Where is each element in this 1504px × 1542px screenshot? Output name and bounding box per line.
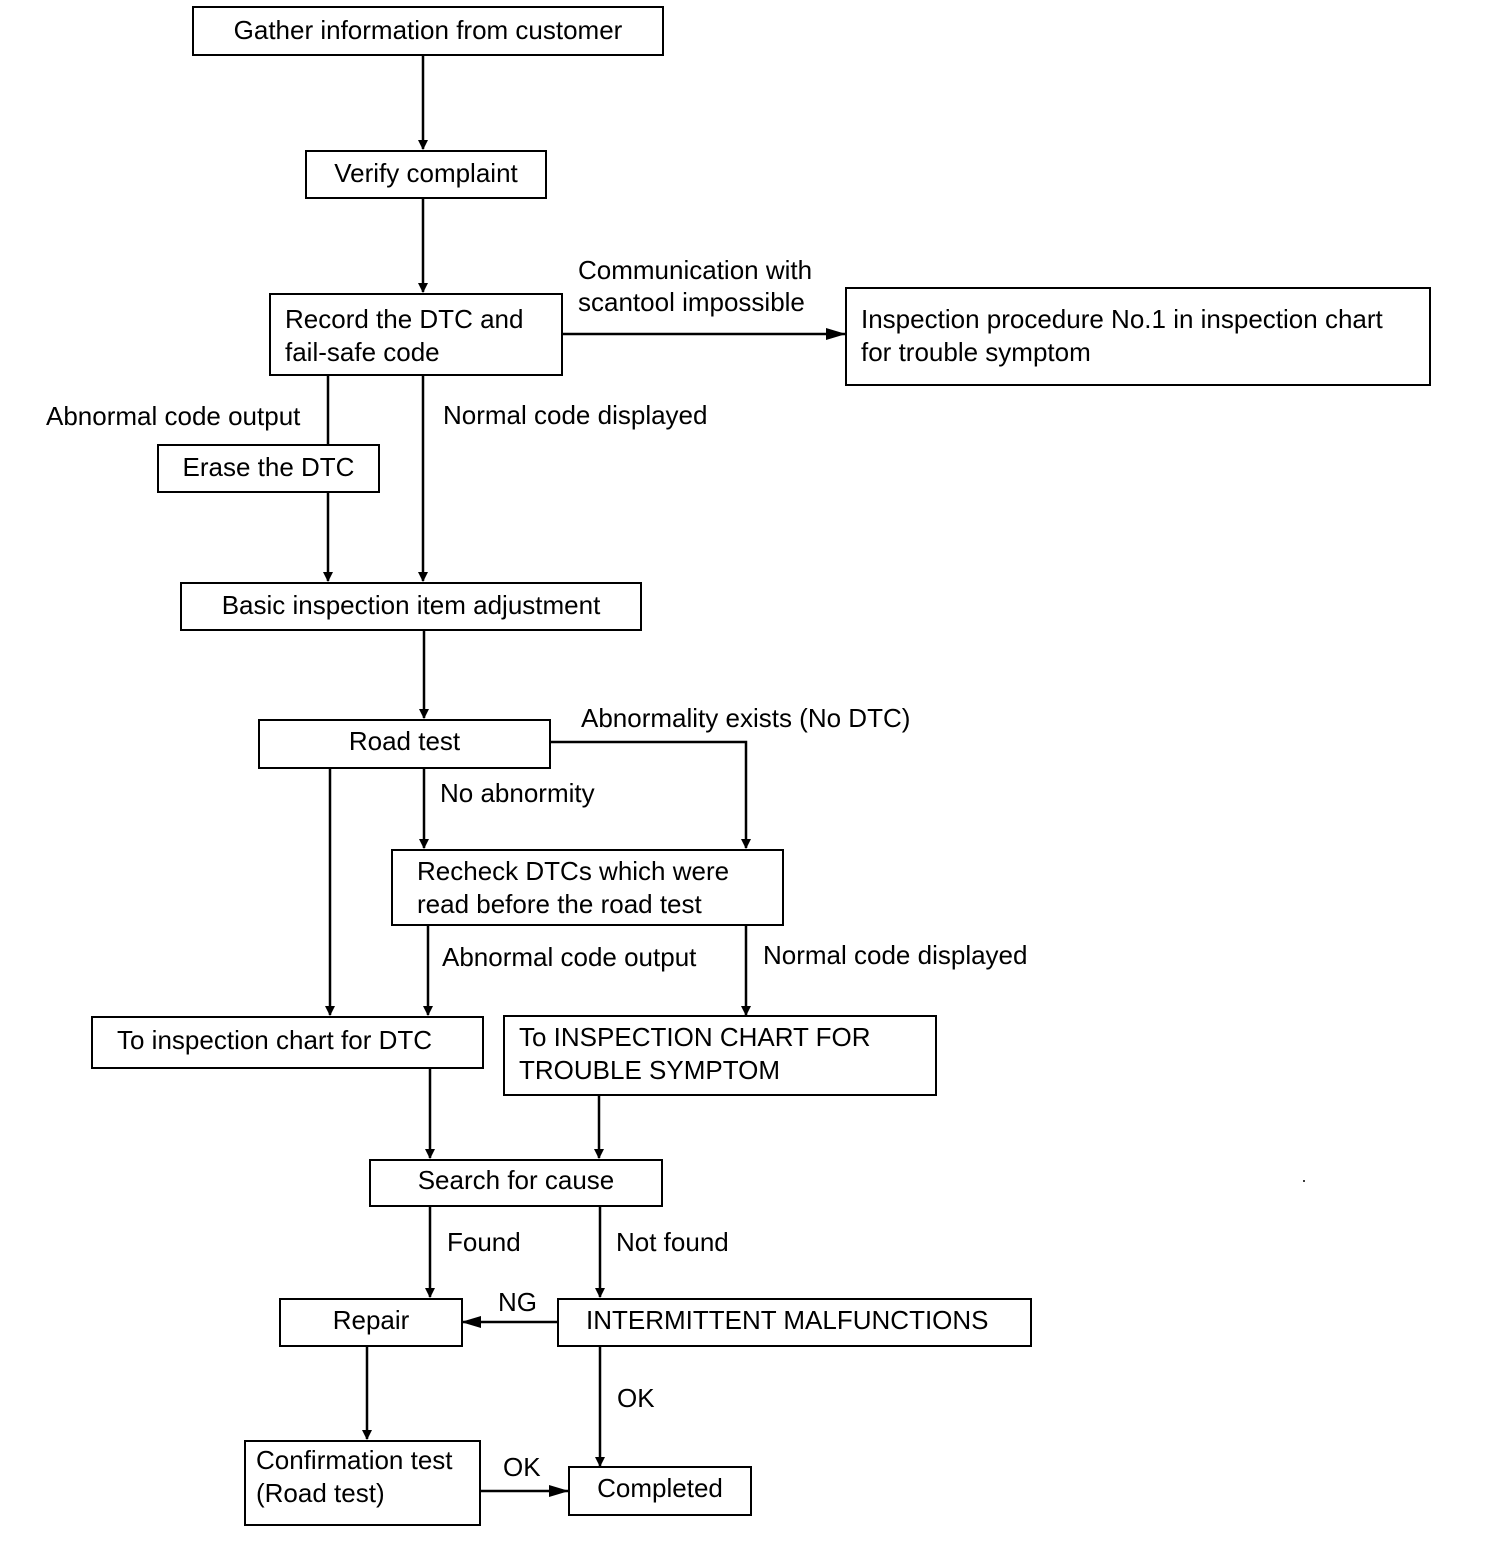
node-intermittent-malfunctions: INTERMITTENT MALFUNCTIONS <box>557 1298 1032 1347</box>
node-inspection-chart-symptom: To INSPECTION CHART FOR TROUBLE SYMPTOM <box>503 1015 937 1096</box>
label-abnormality-exists: Abnormality exists (No DTC) <box>581 703 911 733</box>
node-confirmation-test: Confirmation test (Road test) <box>244 1440 481 1526</box>
label-normal-code-1: Normal code displayed <box>443 400 708 430</box>
speck-dot <box>1303 1180 1305 1182</box>
node-record-dtc: Record the DTC and fail-safe code <box>269 293 563 376</box>
label-abnormal-code-2: Abnormal code output <box>442 942 697 972</box>
node-inspection-chart-dtc: To inspection chart for DTC <box>91 1016 484 1069</box>
label-ng: NG <box>498 1287 537 1317</box>
label-found: Found <box>447 1227 521 1257</box>
label-normal-code-2: Normal code displayed <box>763 940 1028 970</box>
node-search-cause: Search for cause <box>369 1159 663 1207</box>
node-inspection-procedure-1: Inspection procedure No.1 in inspection … <box>845 287 1431 386</box>
node-completed: Completed <box>568 1466 752 1516</box>
label-comm-impossible: Communication with scantool impossible <box>578 255 813 317</box>
label-abnormal-code-1: Abnormal code output <box>46 401 301 431</box>
label-ok-intermittent: OK <box>617 1383 655 1413</box>
node-road-test: Road test <box>258 719 551 769</box>
label-no-abnormity: No abnormity <box>440 778 595 808</box>
node-verify-complaint: Verify complaint <box>305 150 547 199</box>
arrow-road-recheck-abnormality <box>550 740 751 849</box>
node-basic-inspection: Basic inspection item adjustment <box>180 582 642 631</box>
node-repair: Repair <box>279 1298 463 1347</box>
label-ok-confirm: OK <box>503 1452 541 1482</box>
node-gather-information: Gather information from customer <box>192 6 664 56</box>
node-recheck-dtcs: Recheck DTCs which were read before the … <box>391 849 784 926</box>
node-erase-dtc: Erase the DTC <box>157 444 380 493</box>
label-not-found: Not found <box>616 1227 729 1257</box>
